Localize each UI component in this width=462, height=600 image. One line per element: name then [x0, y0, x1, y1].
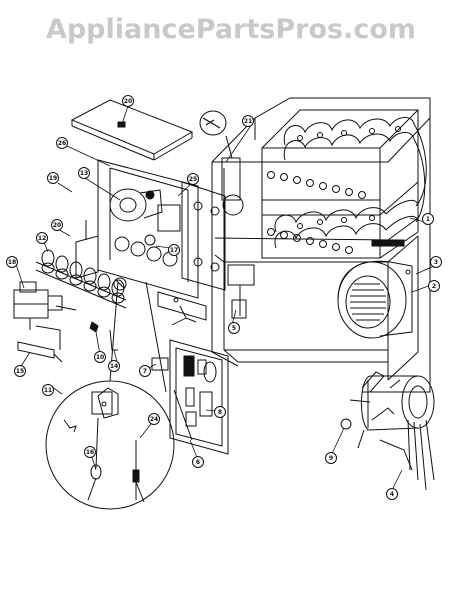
- top-panel: [70, 99, 194, 161]
- callouts: 2026211913251201812173251015147118616249…: [6, 95, 442, 500]
- callout-c13: 13: [78, 167, 90, 179]
- callout-c10: 10: [94, 351, 106, 363]
- burner-box-panel: [97, 159, 226, 299]
- callout-c4: 4: [386, 488, 398, 500]
- callout-label: 9: [329, 455, 333, 462]
- callout-c11: 11: [42, 384, 54, 396]
- callout-circle: [386, 488, 398, 500]
- callout-label: 3: [434, 259, 438, 266]
- callout-circle: [78, 167, 90, 179]
- callout-label: 19: [49, 175, 57, 182]
- callout-label: 12: [38, 235, 46, 242]
- callout-circle: [148, 413, 160, 425]
- callout-label: 8: [218, 409, 222, 416]
- callout-c24: 24: [148, 413, 160, 425]
- valve-bracket: [75, 220, 207, 321]
- callout-c17: 17: [168, 244, 180, 256]
- callout-label: 10: [96, 354, 104, 361]
- callout-label: 14: [110, 363, 118, 370]
- callout-label: 2: [432, 283, 436, 290]
- callout-circle: [36, 232, 48, 244]
- callout-c21: 21: [242, 115, 254, 127]
- callout-circle: [430, 256, 442, 268]
- callout-label: 7: [143, 368, 147, 375]
- callout-c12: 12: [36, 232, 48, 244]
- callout-c2: 2: [428, 280, 440, 292]
- gas-pipe: [17, 341, 63, 363]
- callout-circle: [422, 213, 434, 225]
- callout-label: 26: [58, 140, 66, 147]
- callout-circle: [325, 452, 337, 464]
- callout-c1: 1: [422, 213, 434, 225]
- callout-c8: 8: [214, 406, 226, 418]
- detail-circle: [45, 281, 175, 510]
- callout-label: 17: [170, 247, 178, 254]
- callout-label: 5: [232, 325, 236, 332]
- gas-valve: [13, 281, 77, 350]
- control-board: [151, 339, 229, 455]
- callout-c25: 25: [187, 173, 199, 185]
- callout-label: 18: [8, 259, 16, 266]
- heat-exchanger: [261, 109, 427, 259]
- callout-circle: [139, 365, 151, 377]
- callout-label: 20: [53, 222, 61, 229]
- callout-label: 21: [244, 118, 252, 125]
- callout-circle: [51, 219, 63, 231]
- callout-circle: [168, 244, 180, 256]
- callout-label: 6: [196, 459, 200, 466]
- callout-c15: 15: [14, 365, 26, 377]
- callout-label: 25: [189, 176, 197, 183]
- callout-circle: [242, 115, 254, 127]
- callout-circle: [428, 280, 440, 292]
- callout-label: 13: [80, 170, 88, 177]
- callout-label: 4: [390, 491, 394, 498]
- callout-c6: 6: [192, 456, 204, 468]
- callout-circle: [14, 365, 26, 377]
- callout-label: 1: [426, 216, 430, 223]
- callout-circle: [42, 384, 54, 396]
- callout-circle: [56, 137, 68, 149]
- blower-housing: [337, 260, 413, 339]
- callout-circle: [47, 172, 59, 184]
- callout-circle: [228, 322, 240, 334]
- blower-motor: [340, 371, 435, 491]
- callout-circle: [6, 256, 18, 268]
- callout-c7: 7: [139, 365, 151, 377]
- watermark-text: AppliancePartsPros.com: [45, 14, 417, 45]
- callout-circle: [122, 95, 134, 107]
- callout-label: 20: [124, 98, 132, 105]
- callout-label: 15: [16, 368, 24, 375]
- callout-label: 11: [44, 387, 52, 394]
- callout-label: 24: [150, 416, 158, 423]
- callout-c20: 20: [122, 95, 134, 107]
- callout-label: 16: [86, 449, 94, 456]
- callout-c26: 26: [56, 137, 68, 149]
- callout-c9: 9: [325, 452, 337, 464]
- callout-c5: 5: [228, 322, 240, 334]
- callout-circle: [94, 351, 106, 363]
- callout-c18: 18: [6, 256, 18, 268]
- callout-c20b: 20: [51, 219, 63, 231]
- callout-circle: [214, 406, 226, 418]
- callout-c19: 19: [47, 172, 59, 184]
- callout-circle: [192, 456, 204, 468]
- callout-circle: [187, 173, 199, 185]
- callout-c16: 16: [84, 446, 96, 458]
- inducer-assembly: [199, 110, 244, 216]
- callout-c14: 14: [108, 360, 120, 372]
- callout-circle: [84, 446, 96, 458]
- callout-c3: 3: [430, 256, 442, 268]
- callout-circle: [108, 360, 120, 372]
- burner-manifold: [35, 249, 127, 309]
